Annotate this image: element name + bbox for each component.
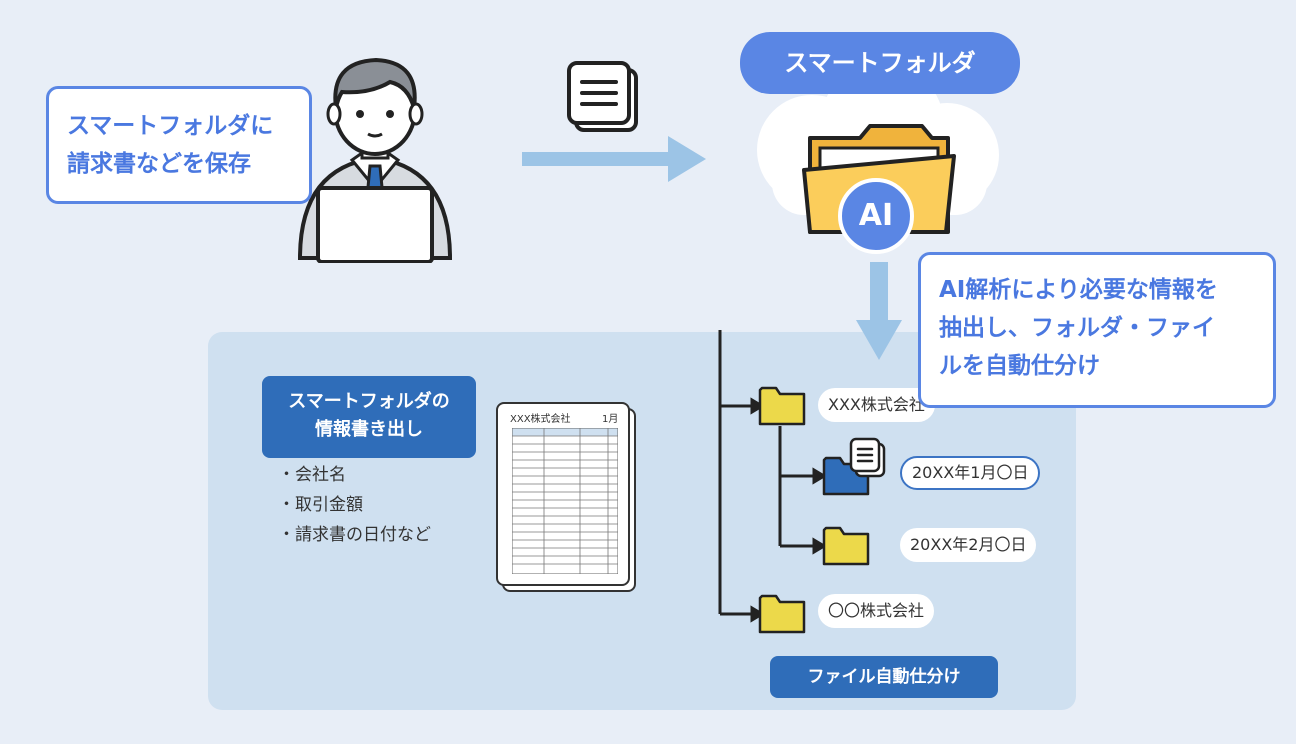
invoice-table [512, 428, 618, 574]
auto-sort-label: ファイル自動仕分け [770, 656, 998, 698]
ai-badge: AI [838, 178, 914, 254]
info-export-line2: 情報書き出し [315, 419, 423, 440]
callout-save-line2: 請求書などを保存 [67, 151, 251, 177]
folder-label-date2: 20XX年2月〇日 [900, 528, 1037, 562]
info-bullet-list: ・会社名 ・取引金額 ・請求書の日付など [278, 460, 431, 550]
arrow-right-icon [522, 136, 706, 182]
callout-ai-line3: ルを自動仕分け [939, 353, 1100, 379]
folder-date2-icon [822, 526, 870, 566]
document-icon [567, 61, 638, 132]
callout-ai-analysis: AI解析により必要な情報を 抽出し、フォルダ・ファイ ルを自動仕分け [918, 252, 1276, 408]
invoice-company: XXX株式会社 [510, 414, 571, 425]
callout-save-to-smart-folder: スマートフォルダに 請求書などを保存 [46, 86, 312, 204]
bullet-company-name: ・会社名 [278, 465, 346, 485]
callout-ai-line1: AI解析により必要な情報を [939, 277, 1218, 303]
bullet-transaction-amount: ・取引金額 [278, 495, 363, 515]
invoice-sheet: XXX株式会社 1月 [496, 402, 630, 586]
person-illustration [297, 57, 453, 263]
small-document-icon [849, 437, 886, 478]
folder-tree-lines [718, 330, 827, 623]
invoice-month: 1月 [602, 414, 619, 425]
info-export-box: スマートフォルダの 情報書き出し [262, 376, 476, 458]
bullet-invoice-date: ・請求書の日付など [278, 525, 431, 545]
folder-label-company1: XXX株式会社 [818, 388, 935, 422]
folder-company2-icon [758, 594, 806, 634]
callout-save-line1: スマートフォルダに [67, 113, 274, 139]
folder-label-date1: 20XX年1月〇日 [900, 456, 1041, 490]
folder-company1-icon [758, 386, 806, 426]
arrow-down-icon [856, 262, 902, 360]
folder-label-company2: 〇〇株式会社 [818, 594, 935, 628]
callout-ai-line2: 抽出し、フォルダ・ファイ [939, 315, 1215, 341]
smart-folder-pill: スマートフォルダ [740, 32, 1020, 94]
ai-badge-label: AI [858, 198, 894, 233]
info-export-line1: スマートフォルダの [288, 391, 450, 412]
